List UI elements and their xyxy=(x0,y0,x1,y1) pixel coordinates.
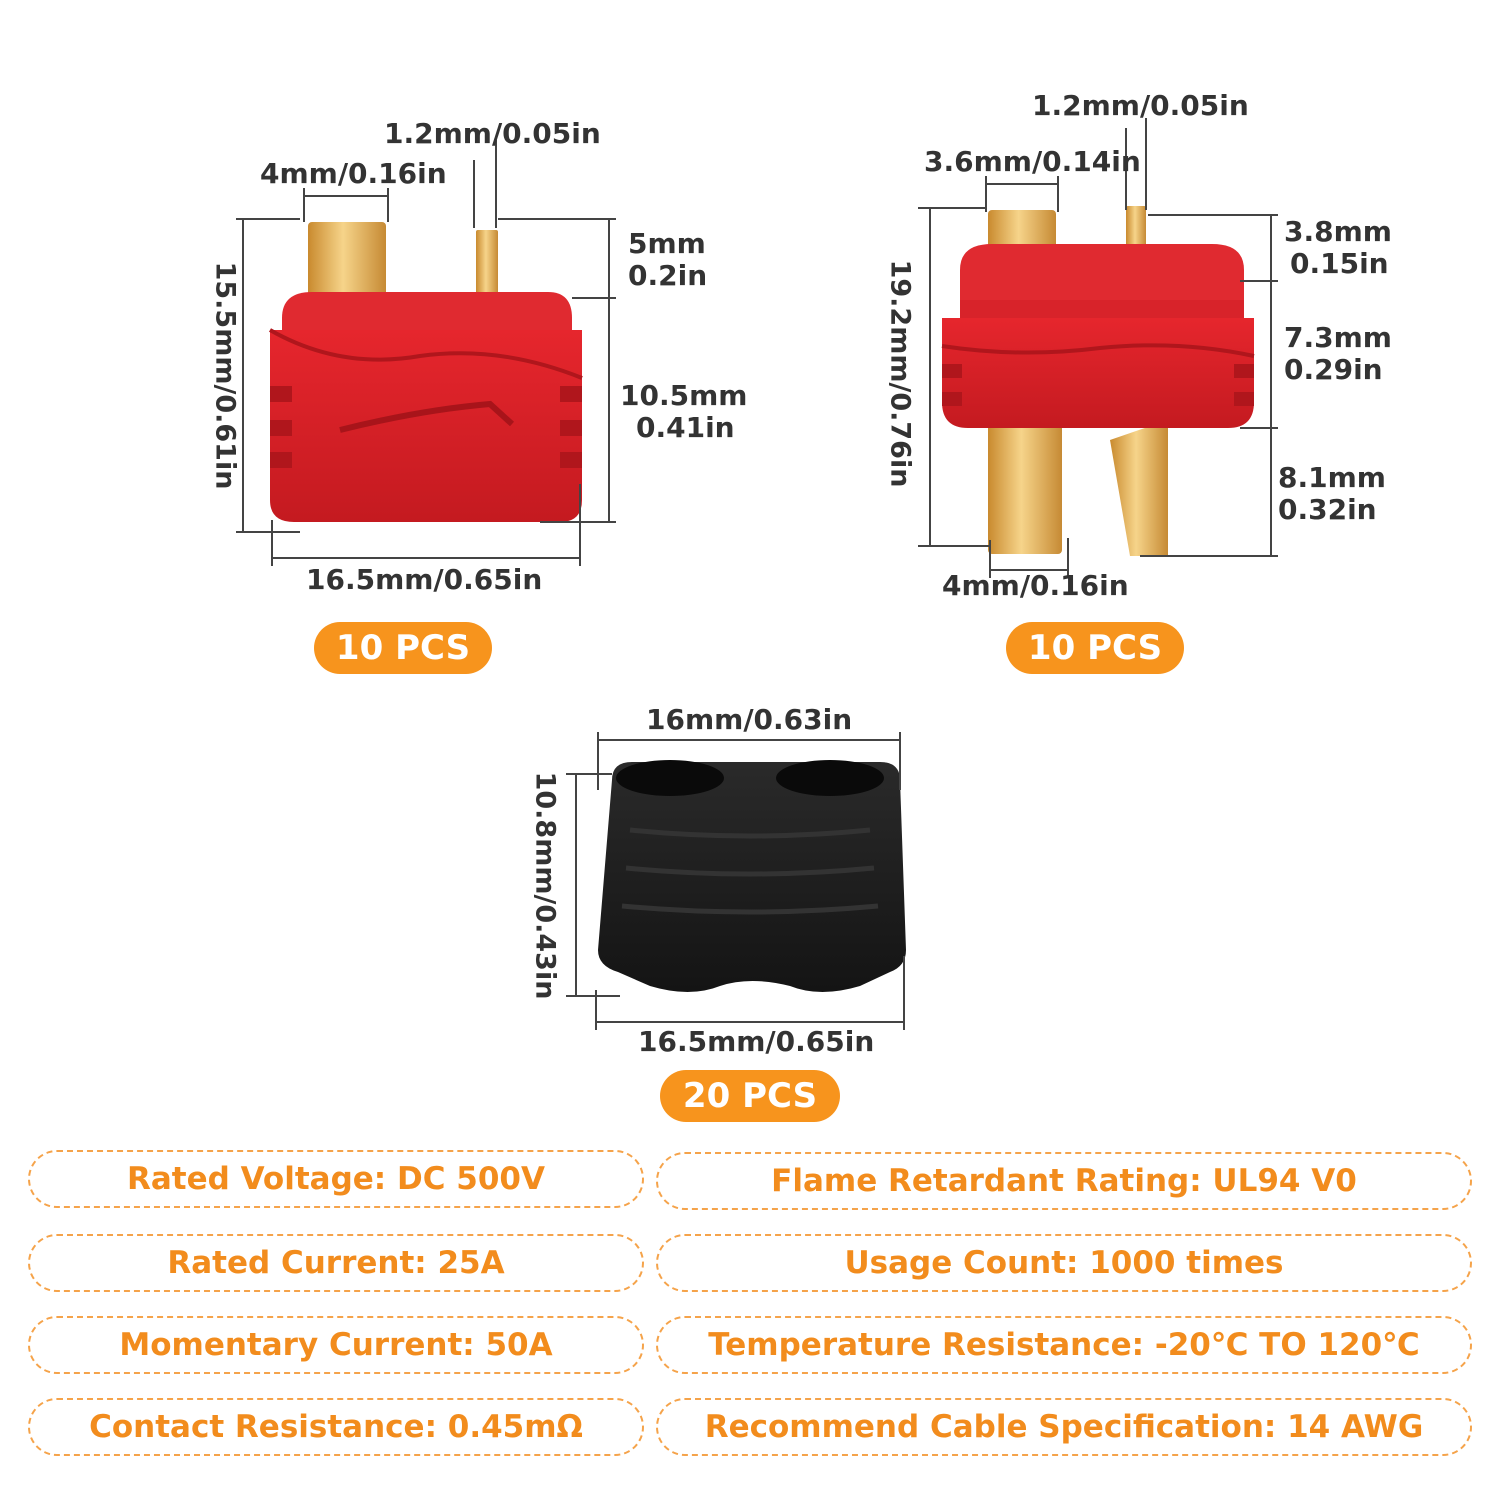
spec-usage-count: Usage Count: 1000 times xyxy=(656,1234,1472,1292)
cover-hole-right xyxy=(776,760,884,796)
cover-hole-left xyxy=(616,760,724,796)
cover-dimension-lines xyxy=(566,732,905,1030)
male-body-height-label-in: 0.41in xyxy=(636,411,735,444)
spec-momentary-current: Momentary Current: 50A xyxy=(28,1316,644,1374)
male-plug-image xyxy=(269,222,583,522)
female-height-label: 19.2mm/0.76in xyxy=(884,259,916,488)
cover-image xyxy=(598,760,906,992)
female-plug-top-rim xyxy=(960,244,1244,300)
spec-rated-current: Rated Current: 25A xyxy=(28,1234,644,1292)
spec-contact-resistance-text: Contact Resistance: 0.45mΩ xyxy=(89,1409,583,1445)
female-top-height-label-mm: 3.8mm xyxy=(1284,215,1392,248)
male-plug-wide-pin xyxy=(308,222,386,314)
female-plug-dimension-lines xyxy=(918,118,1278,578)
spec-cable: Recommend Cable Specification: 14 AWG xyxy=(656,1398,1472,1456)
male-plug-top-rim xyxy=(282,292,572,330)
male-pin-height-label-mm: 5mm xyxy=(628,227,706,260)
male-width-label: 16.5mm/0.65in xyxy=(306,563,543,596)
spec-temperature: Temperature Resistance: -20℃ TO 120℃ xyxy=(656,1316,1472,1374)
spec-rated-voltage-text: Rated Voltage: DC 500V xyxy=(127,1161,545,1197)
spec-momentary-current-text: Momentary Current: 50A xyxy=(119,1327,553,1363)
cover-bottom-width-label: 16.5mm/0.65in xyxy=(638,1025,875,1058)
male-pin-height-label-in: 0.2in xyxy=(628,259,708,292)
female-top-height-label-in: 0.15in xyxy=(1290,247,1389,280)
male-pin-thickness-label: 1.2mm/0.05in xyxy=(384,117,601,150)
cover-body xyxy=(598,762,906,992)
spec-cable-text: Recommend Cable Specification: 14 AWG xyxy=(704,1409,1424,1445)
female-pin-thickness-label: 1.2mm/0.05in xyxy=(1032,89,1249,122)
male-quantity-badge: 10 PCS xyxy=(314,622,492,674)
female-tab-width-label: 4mm/0.16in xyxy=(942,569,1129,602)
spec-temperature-text: Temperature Resistance: -20℃ TO 120℃ xyxy=(708,1327,1420,1363)
female-plug-image xyxy=(941,206,1255,556)
female-body-height-label-in: 0.29in xyxy=(1284,353,1383,386)
spec-flame-rating-text: Flame Retardant Rating: UL94 V0 xyxy=(771,1163,1357,1199)
spec-usage-count-text: Usage Count: 1000 times xyxy=(844,1245,1284,1281)
male-height-label: 15.5mm/0.61in xyxy=(209,261,241,490)
female-body-height-label-mm: 7.3mm xyxy=(1284,321,1392,354)
female-plug-angled-tab xyxy=(1110,420,1168,556)
male-plug-thin-pin xyxy=(476,230,498,310)
cover-quantity-badge: 20 PCS xyxy=(660,1070,840,1122)
cover-top-width-label: 16mm/0.63in xyxy=(646,703,853,736)
male-body-height-label-mm: 10.5mm xyxy=(620,379,748,412)
male-plug-dimension-lines xyxy=(236,140,616,566)
male-pin-width-label: 4mm/0.16in xyxy=(260,157,447,190)
spec-rated-current-text: Rated Current: 25A xyxy=(167,1245,505,1281)
male-plug-housing xyxy=(270,330,582,522)
spec-rated-voltage: Rated Voltage: DC 500V xyxy=(28,1150,644,1208)
female-plug-housing xyxy=(942,318,1254,428)
female-pin-width-label: 3.6mm/0.14in xyxy=(924,145,1141,178)
spec-contact-resistance: Contact Resistance: 0.45mΩ xyxy=(28,1398,644,1456)
cover-height-label: 10.8mm/0.43in xyxy=(529,771,561,1000)
female-plug-tab xyxy=(988,420,1062,554)
female-tab-height-label-in: 0.32in xyxy=(1278,493,1377,526)
female-quantity-badge: 10 PCS xyxy=(1006,622,1184,674)
female-tab-height-label-mm: 8.1mm xyxy=(1278,461,1386,494)
spec-flame-rating: Flame Retardant Rating: UL94 V0 xyxy=(656,1152,1472,1210)
